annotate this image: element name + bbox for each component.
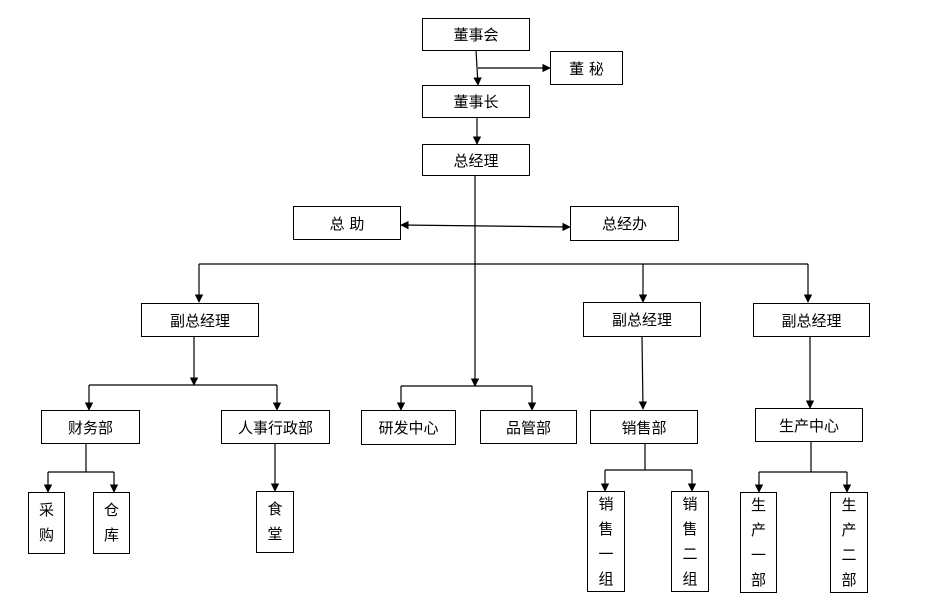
node-purchasing-char-2: 购: [38, 526, 54, 544]
node-gm-office: 总经办: [570, 206, 679, 241]
node-sales-group-2-char-4: 组: [682, 569, 698, 588]
node-hr-admin: 人事行政部: [221, 410, 330, 444]
line-assistant-office: [400, 220, 571, 232]
node-production-2: 生 产 二 部: [830, 492, 868, 593]
node-production-1-char-4: 部: [750, 570, 766, 589]
node-warehouse-char-1: 仓: [103, 501, 119, 519]
node-canteen-char-2: 堂: [267, 525, 283, 543]
node-production-2-char-1: 生: [841, 495, 857, 514]
node-sales-group-1-char-2: 售: [598, 519, 614, 538]
node-finance: 财务部: [41, 410, 140, 444]
node-production-1: 生 产 一 部: [740, 492, 777, 593]
line-vp2-sales: [638, 336, 648, 410]
node-sales-group-1-char-1: 销: [598, 494, 614, 513]
line-board-chairman: [473, 49, 482, 86]
node-vp-3: 副总经理: [753, 303, 870, 337]
node-production-1-char-2: 产: [750, 520, 766, 539]
node-production-2-char-4: 部: [841, 570, 857, 589]
node-production: 生产中心: [755, 408, 863, 442]
node-purchasing-char-1: 采: [38, 501, 54, 519]
node-warehouse-char-2: 库: [103, 526, 119, 544]
node-vp-1: 副总经理: [141, 303, 259, 337]
node-secretary: 董 秘: [550, 51, 623, 85]
node-canteen-char-1: 食: [267, 500, 283, 518]
node-canteen: 食 堂: [256, 491, 294, 553]
node-vp-2: 副总经理: [583, 302, 701, 337]
node-production-1-char-1: 生: [750, 495, 766, 514]
node-sales-group-1-char-4: 组: [598, 569, 614, 588]
node-assistant: 总 助: [293, 206, 401, 240]
node-sales-group-2-char-3: 二: [682, 544, 698, 563]
node-quality: 品管部: [480, 410, 577, 444]
node-board: 董事会: [422, 18, 530, 51]
node-sales-group-2: 销 售 二 组: [671, 491, 709, 592]
node-rnd: 研发中心: [361, 410, 456, 445]
node-production-2-char-3: 二: [841, 545, 857, 564]
node-sales-group-1: 销 售 一 组: [587, 491, 625, 592]
node-warehouse: 仓 库: [93, 492, 130, 554]
node-sales-group-1-char-3: 一: [598, 544, 614, 563]
node-purchasing: 采 购: [28, 492, 65, 554]
node-sales: 销售部: [590, 410, 698, 444]
node-production-2-char-2: 产: [841, 520, 857, 539]
node-gm: 总经理: [422, 144, 530, 176]
node-sales-group-2-char-1: 销: [682, 494, 698, 513]
node-chairman: 董事长: [422, 85, 530, 118]
node-production-1-char-3: 一: [750, 545, 766, 564]
node-sales-group-2-char-2: 售: [682, 519, 698, 538]
